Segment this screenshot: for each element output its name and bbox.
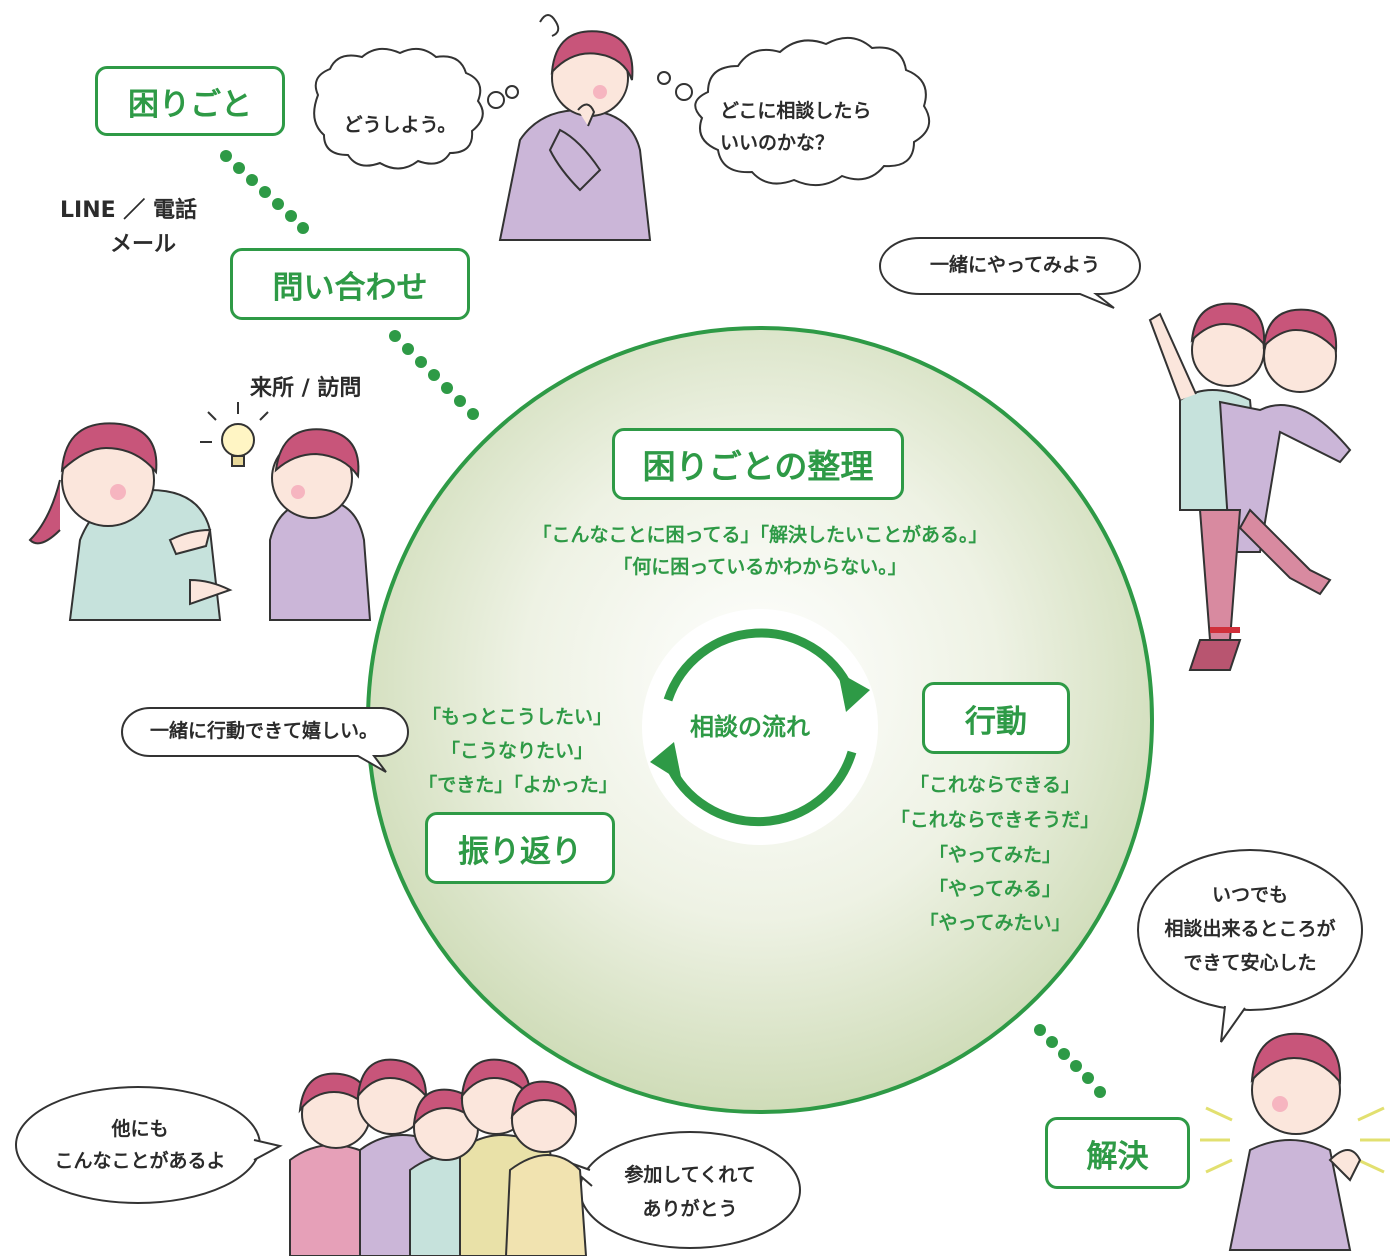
bubble-thanks-text-2: ありがとう	[642, 1198, 738, 1220]
bubble-worry-text: どうしよう。	[343, 114, 457, 136]
step-action: 行動	[922, 682, 1070, 754]
speech-bubble-happy	[121, 707, 409, 773]
dotted-connector-1	[220, 150, 309, 234]
arrow-head-right	[838, 672, 870, 712]
step-reflect: 振り返り	[425, 812, 615, 884]
bubble-thanks-text-1: 参加してくれて	[624, 1164, 756, 1186]
reflect-quote-3: 「できた」「よかった」	[418, 774, 618, 796]
thinking-person	[498, 14, 652, 241]
channel-visit: 来所 / 訪問	[250, 376, 362, 401]
dotted-connector-3	[1034, 1024, 1106, 1098]
bubble-where-text-1: どこに相談したら	[720, 100, 872, 122]
bubble-happy-text: 一緒に行動できて嬉しい。	[149, 720, 378, 742]
action-quote-3: 「やってみた」	[928, 844, 1062, 866]
bubble-where-text-2: いいのかな？	[720, 132, 835, 154]
reflect-quote-1: 「もっとこうしたい」	[421, 706, 612, 728]
bubble-relief-text-1: いつでも	[1211, 884, 1288, 906]
step-inquiry: 問い合わせ	[230, 248, 470, 320]
organize-quote-1: 「こんなことに困ってる」「解決したいことがある。」	[532, 524, 988, 546]
step-organize-label: 困りごとの整理	[642, 447, 874, 486]
consultation-pair	[28, 402, 372, 621]
step-trouble-label: 困りごと	[128, 86, 252, 123]
relieved-person	[1200, 1032, 1390, 1251]
step-organize: 困りごとの整理	[612, 428, 904, 500]
action-quote-4: 「やってみる」	[928, 878, 1062, 900]
speech-bubble-others	[15, 1086, 283, 1204]
step-action-label: 行動	[965, 703, 1027, 740]
organize-quote-2: 「何に困っているかわからない。」	[613, 556, 907, 578]
bubble-others-text-1: 他にも	[111, 1118, 169, 1140]
speech-bubble-relief	[1137, 849, 1363, 1043]
speech-bubble-thanks	[561, 1131, 801, 1249]
action-quote-5: 「やってみたい」	[919, 912, 1071, 934]
channel-mail: メール	[110, 232, 177, 257]
step-reflect-label: 振り返り	[458, 833, 582, 870]
channel-contact: LINE ／ 電話	[60, 198, 197, 223]
dotted-connector-2	[389, 330, 479, 420]
arrow-head-left	[650, 742, 682, 782]
cycle-arrows	[663, 628, 857, 827]
step-inquiry-label: 問い合わせ	[272, 269, 428, 306]
step-solution-label: 解決	[1086, 1138, 1149, 1175]
action-quote-2: 「これならできそうだ」	[890, 809, 1100, 831]
thought-bubble-where	[657, 37, 931, 187]
step-solution: 解決	[1045, 1117, 1190, 1189]
bubble-together-text: 一緒にやってみよう	[929, 254, 1101, 276]
action-quote-1: 「これならできる」	[909, 774, 1081, 796]
step-trouble: 困りごと	[95, 66, 285, 136]
inner-circle	[642, 609, 878, 845]
bubble-relief-text-2: 相談出来るところが	[1164, 918, 1336, 940]
thought-bubble-worry	[313, 47, 519, 170]
bubble-others-text-2: こんなことがあるよ	[54, 1150, 226, 1172]
center-label: 相談の流れ	[690, 713, 810, 741]
jumping-pair	[1148, 302, 1352, 671]
bubble-relief-text-3: できて安心した	[1183, 952, 1317, 974]
group-of-people	[289, 1058, 588, 1256]
reflect-quote-2: 「こうなりたい」	[440, 740, 593, 762]
speech-bubble-together	[879, 237, 1141, 309]
